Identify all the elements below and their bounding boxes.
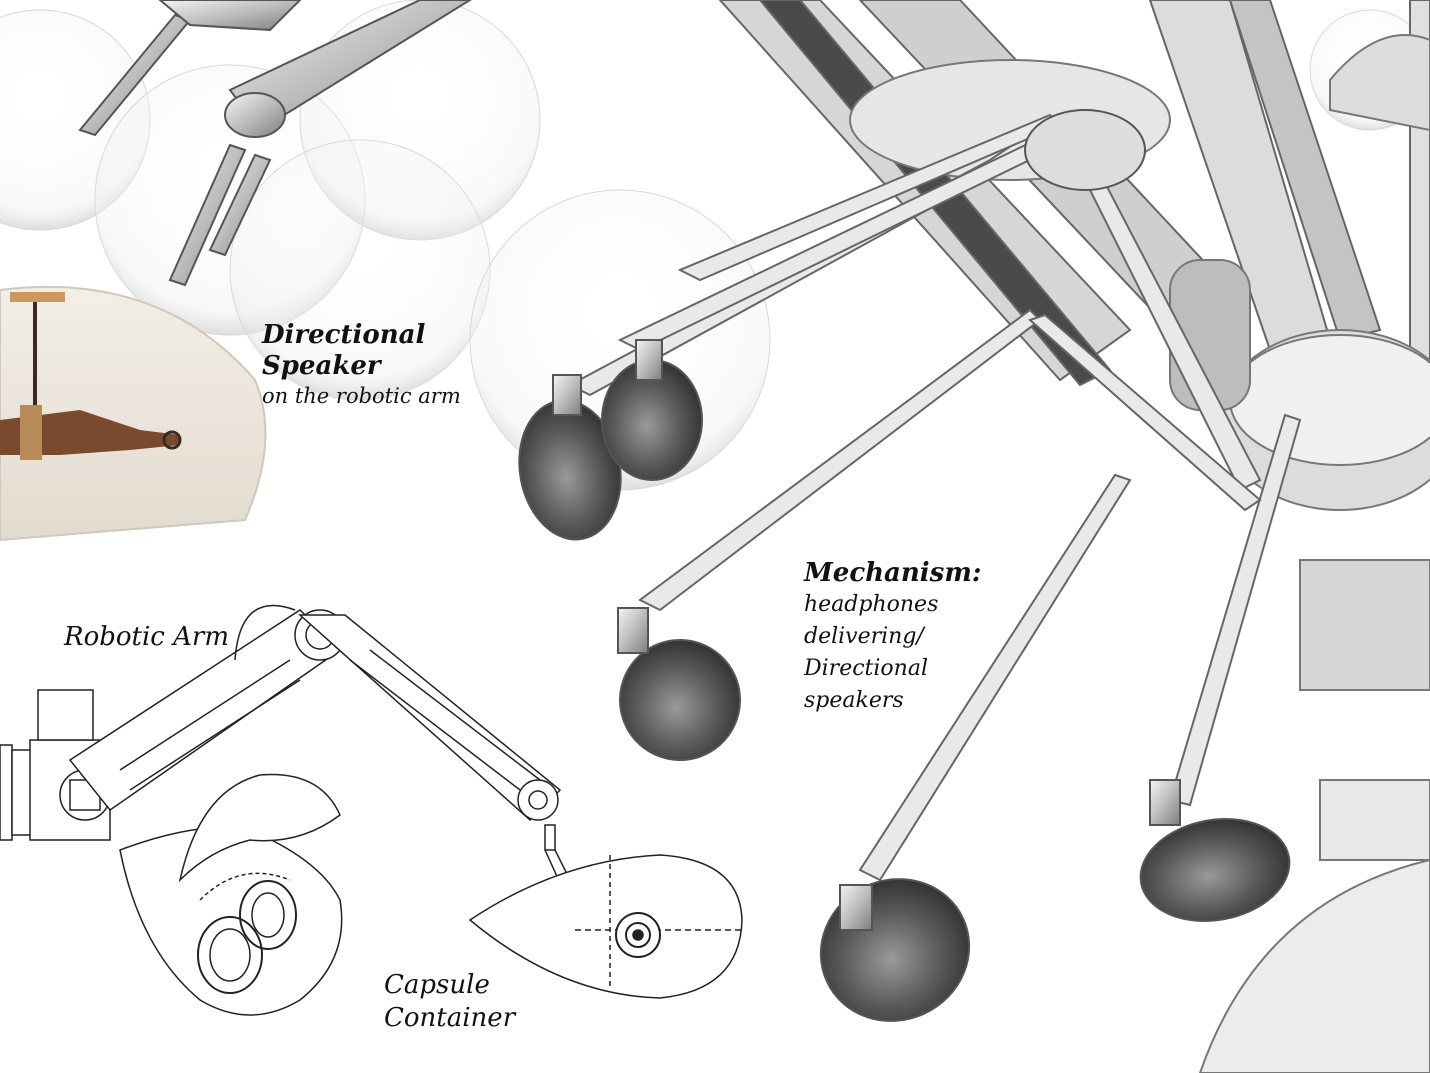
capsule-container-label: Capsule Container xyxy=(384,969,515,1034)
model-photo xyxy=(0,285,267,542)
arm-line-drawing xyxy=(0,604,581,906)
mechanism-line: headphones xyxy=(804,592,939,618)
mechanism-label: Mechanism: headphones delivering/ Direct… xyxy=(804,558,981,717)
mechanism-title: Mechanism: xyxy=(804,558,982,588)
robot-arms xyxy=(567,113,1302,882)
directional-subtitle: on the robotic arm xyxy=(262,384,461,409)
robotic-arm-label: Robotic Arm xyxy=(64,622,229,652)
capsule-label-line1: Capsule xyxy=(384,970,490,1000)
speaker-pods xyxy=(518,109,1291,1022)
mechanism-line: Directional xyxy=(804,655,928,681)
capsule-line-drawing xyxy=(119,773,743,1016)
directional-speaker-label: Directional Speaker on the robotic arm xyxy=(262,320,461,410)
gripper-arms xyxy=(78,0,472,287)
robot-hub xyxy=(849,34,1430,1073)
capsule-label-line2: Container xyxy=(384,1002,516,1033)
mechanism-line: delivering/ xyxy=(804,624,924,650)
mechanism-line: speakers xyxy=(804,687,904,713)
directional-title-line1: Directional xyxy=(262,320,426,350)
directional-title-line2: Speaker xyxy=(262,351,381,382)
